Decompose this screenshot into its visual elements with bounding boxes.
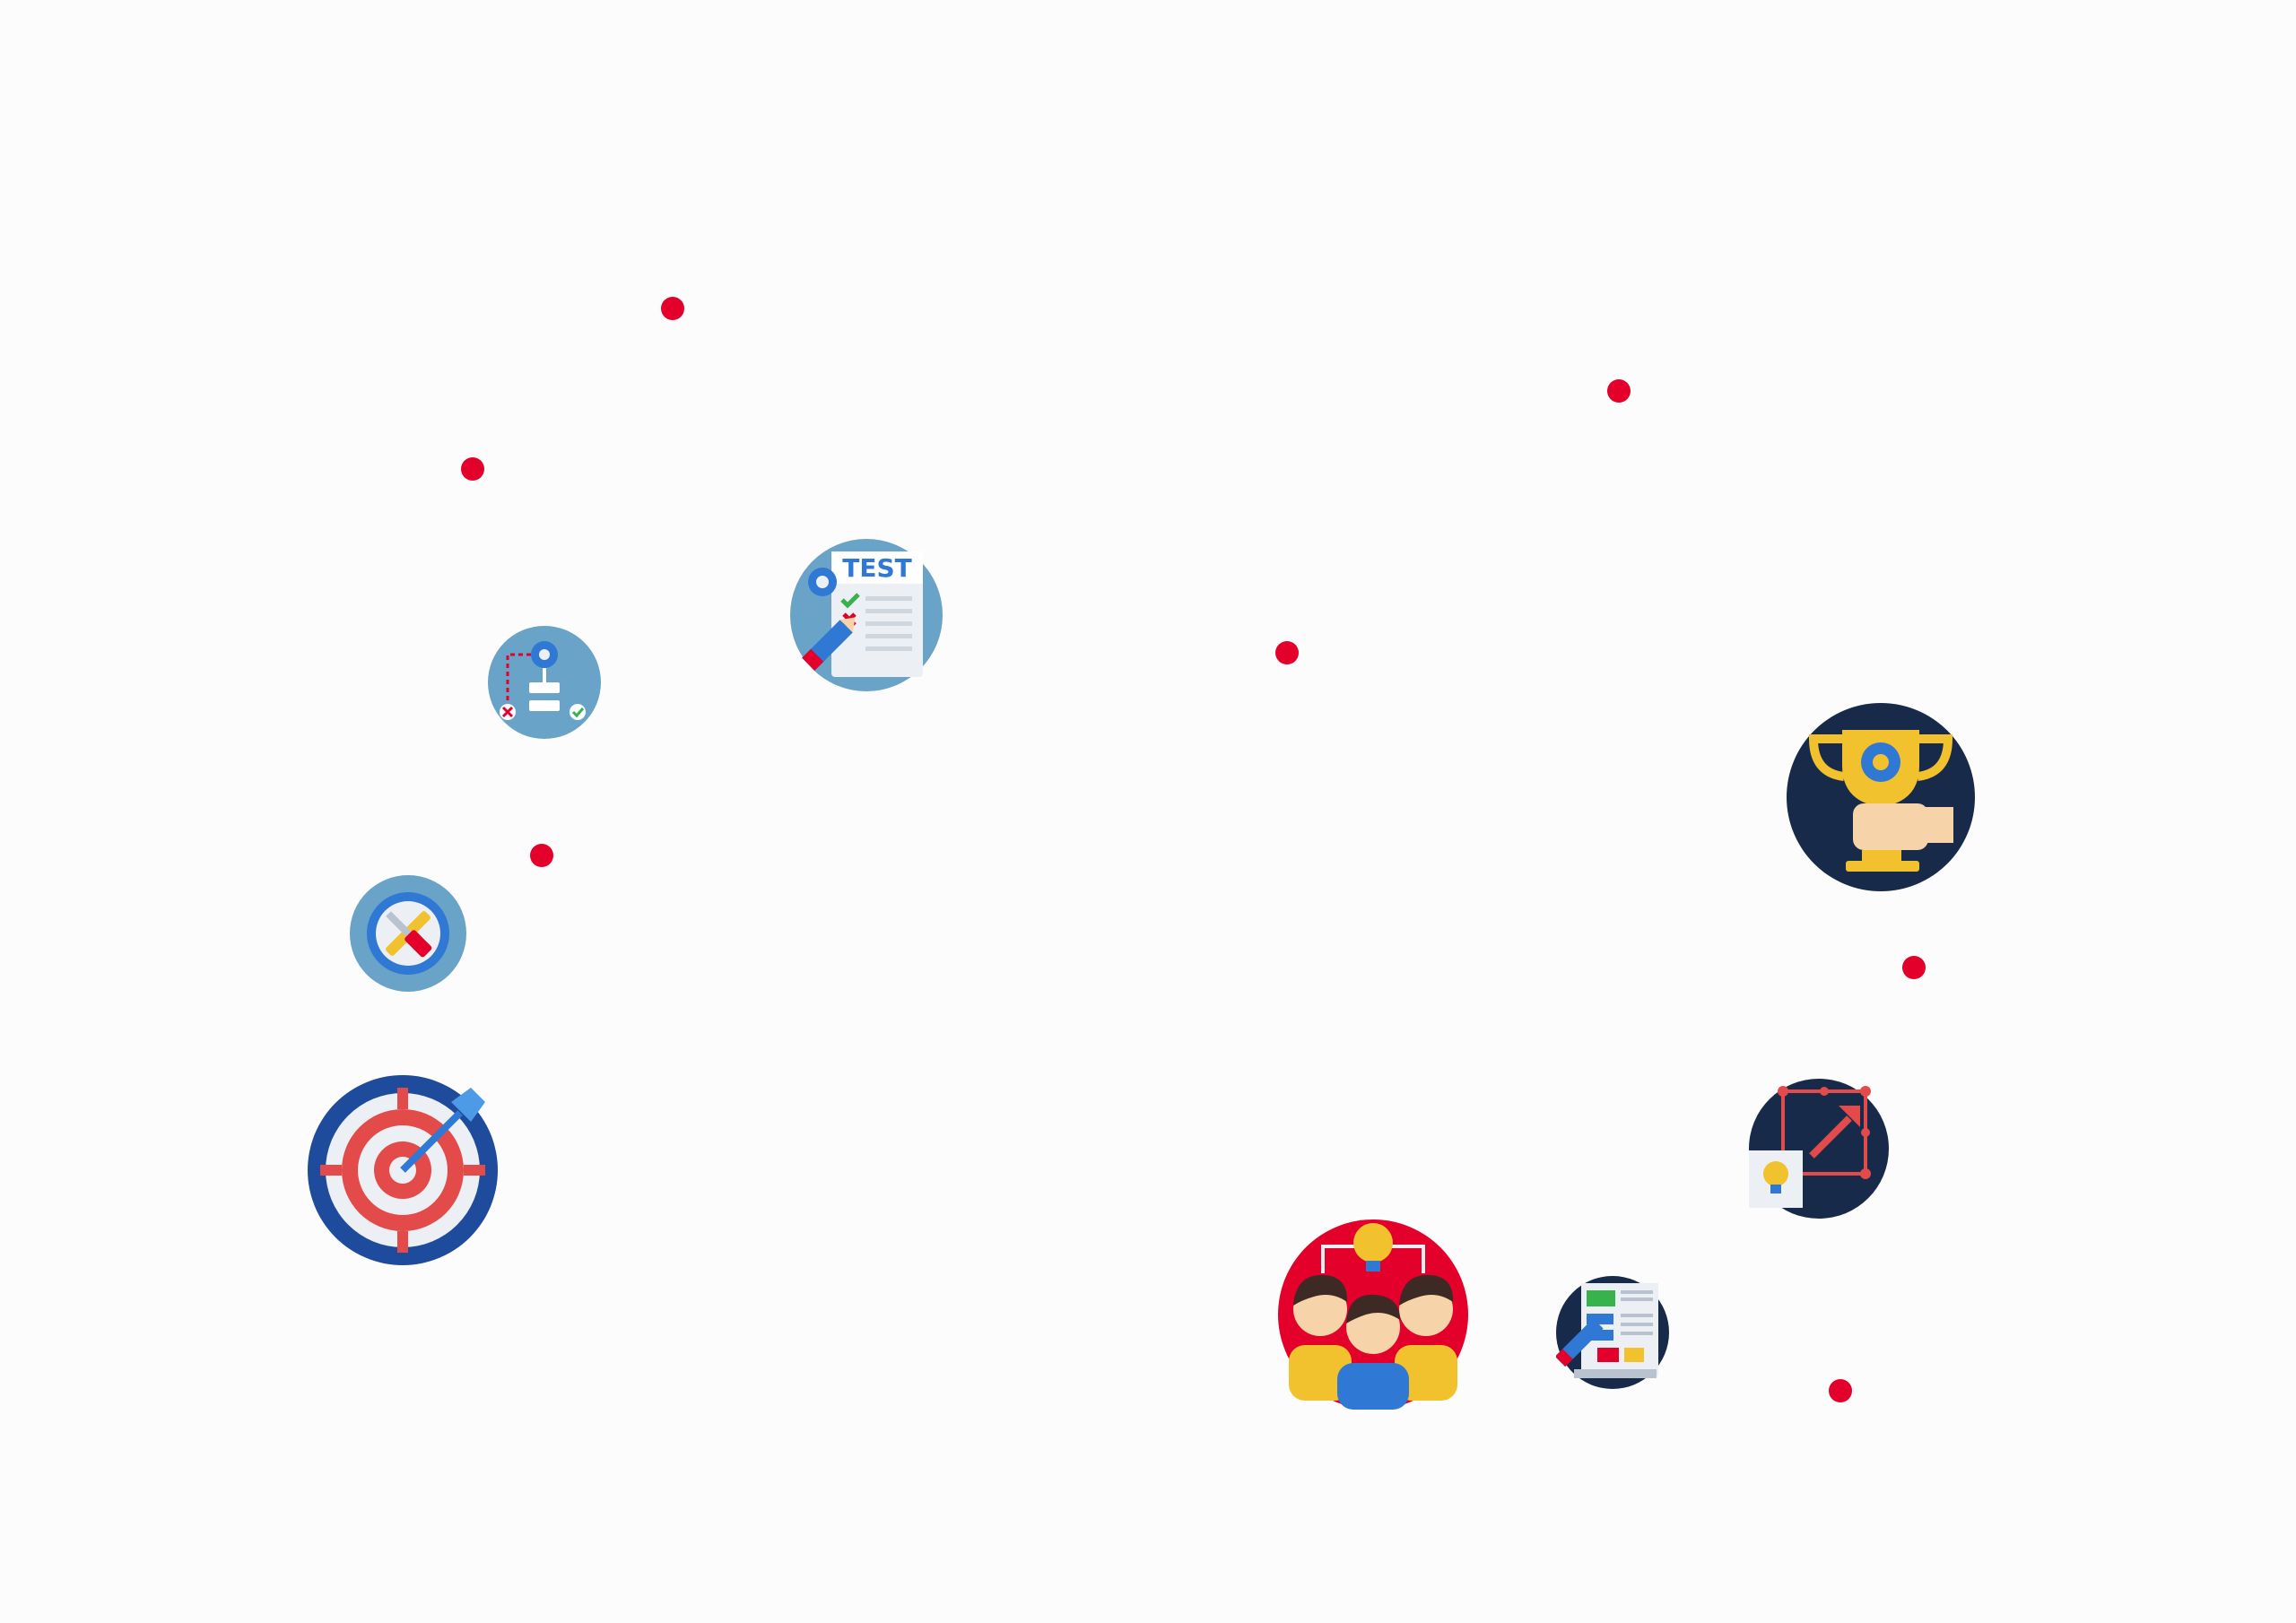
red-dot-6 xyxy=(1902,956,1926,979)
red-dot-2 xyxy=(461,457,484,481)
red-dot-3 xyxy=(530,844,553,867)
scale-idea-icon xyxy=(1749,1079,1889,1219)
tools-gear-icon xyxy=(350,875,466,992)
workflow-gear-icon xyxy=(488,626,601,739)
red-dot-4 xyxy=(1275,641,1299,664)
web-design-icon xyxy=(1556,1276,1669,1389)
test-checklist-icon: TEST xyxy=(790,539,943,691)
trophy-hand-icon xyxy=(1787,703,1975,891)
red-dot-1 xyxy=(661,297,684,320)
red-dot-7 xyxy=(1829,1379,1852,1402)
target-dart-icon xyxy=(308,1075,498,1265)
team-idea-icon xyxy=(1278,1219,1468,1410)
red-dot-5 xyxy=(1607,379,1631,403)
test-label: TEST xyxy=(842,553,912,583)
